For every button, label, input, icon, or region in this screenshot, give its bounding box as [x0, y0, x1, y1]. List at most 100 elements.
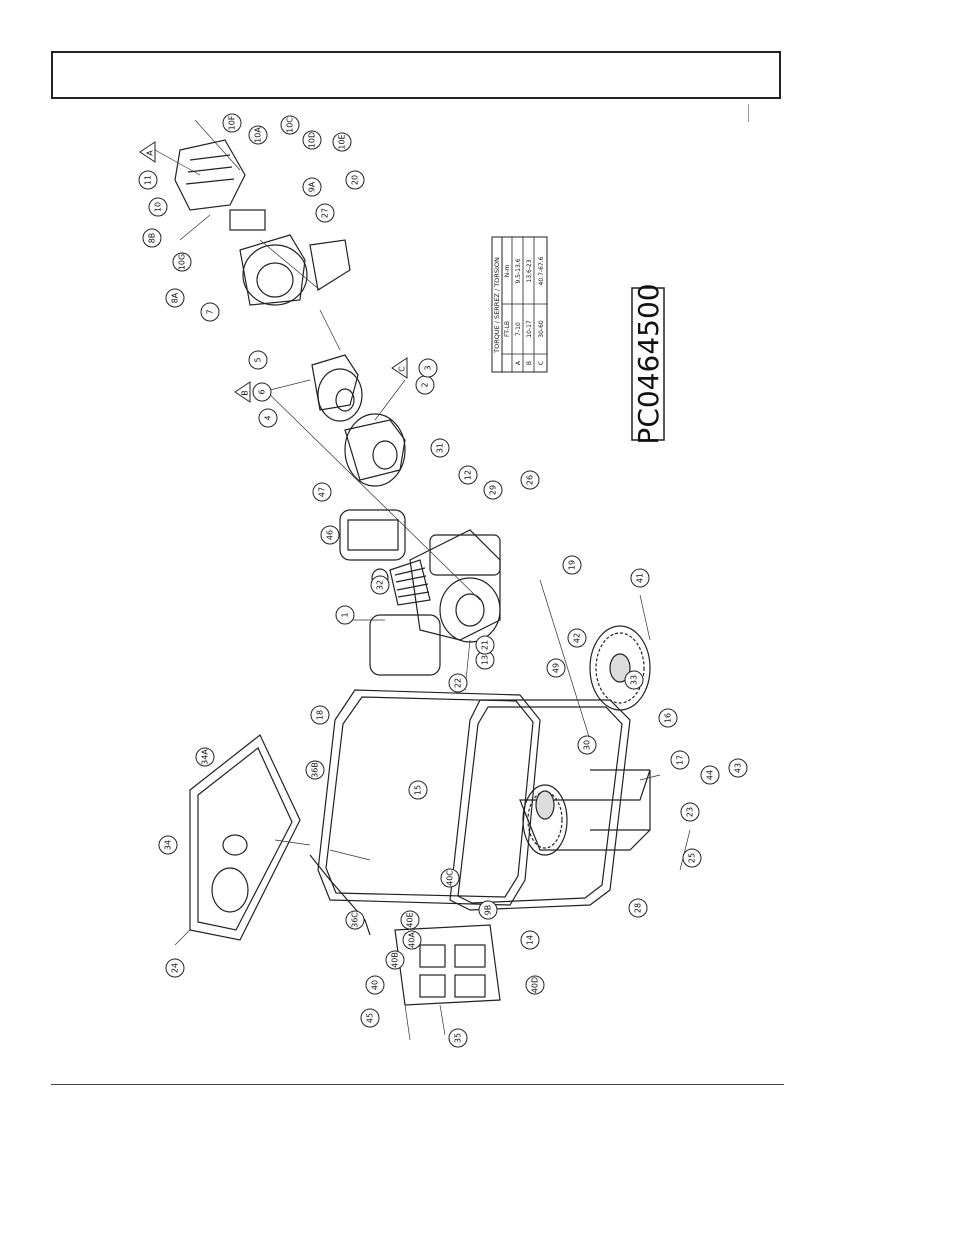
callout-bubble: 41 — [631, 569, 649, 587]
callout-label: 21 — [481, 640, 490, 650]
callout-label: 6 — [258, 389, 267, 394]
callout-bubble: 7 — [201, 303, 219, 321]
callout-bubble: 19 — [563, 556, 581, 574]
callout-label: 40A — [408, 932, 417, 948]
callout-label: 10 — [154, 202, 163, 212]
callout-bubble: 10 — [149, 198, 167, 216]
callout-label: 47 — [318, 487, 327, 497]
callout-bubble: 5 — [249, 351, 267, 369]
svg-text:B: B — [241, 390, 250, 396]
callout-bubble: 34A — [196, 748, 214, 766]
torque-row-mark: B — [526, 361, 533, 365]
callout-label: 14 — [526, 935, 535, 945]
callout-bubble: 14 — [521, 931, 539, 949]
torque-row-ftlb: 30-60 — [538, 320, 545, 338]
callout-bubble: 12 — [459, 466, 477, 484]
callout-bubble: 40A — [403, 931, 421, 949]
callout-label: 10G — [178, 254, 187, 270]
callout-bubble: 10F — [223, 114, 241, 132]
callout-label: 8B — [148, 233, 157, 244]
callout-label: 28 — [634, 903, 643, 913]
callout-bubble: 44 — [701, 766, 719, 784]
callout-label: 10E — [338, 134, 347, 149]
callout-label: 40 — [371, 980, 380, 990]
callout-label: 10A — [254, 127, 263, 143]
callout-label: 40E — [406, 912, 415, 927]
callout-label: 11 — [144, 175, 153, 185]
callout-bubble: 4 — [259, 409, 277, 427]
rear-housing-part — [240, 235, 307, 305]
callout-bubble: 10D — [303, 131, 321, 149]
callout-bubble: 8B — [143, 229, 161, 247]
callout-bubble: 31 — [431, 439, 449, 457]
callout-label: 34 — [164, 840, 173, 850]
callout-bubble: 24 — [166, 959, 184, 977]
frame-part — [318, 690, 650, 910]
callout-label: 26 — [526, 475, 535, 485]
callout-label: 42 — [573, 633, 582, 643]
callout-bubble: 20 — [346, 171, 364, 189]
callout-bubble: 1 — [336, 606, 354, 624]
callout-bubble: 32 — [371, 576, 389, 594]
callout-label: 2 — [421, 382, 430, 387]
callout-bubble: 10G — [173, 253, 191, 271]
callout-bubble: 11 — [139, 171, 157, 189]
svg-text:A: A — [146, 150, 155, 156]
callout-bubble: 49 — [547, 659, 565, 677]
callout-label: 16 — [664, 713, 673, 723]
torque-table-title: TORQUE / SERREZ / TORSION — [493, 257, 501, 354]
callout-label: 49 — [552, 663, 561, 673]
callout-bubble: 36B — [306, 761, 324, 779]
callout-bubble: 46 — [321, 526, 339, 544]
callout-label: 29 — [489, 485, 498, 495]
callout-label: 9B — [484, 905, 493, 916]
callout-bubble: 16 — [659, 709, 677, 727]
drawing-code-box: PC0464500 — [632, 283, 665, 444]
torque-table-col-nm: N-m — [504, 265, 511, 278]
callout-label: 41 — [636, 573, 645, 583]
callout-label: 18 — [316, 710, 325, 720]
callout-bubble: 9B — [479, 901, 497, 919]
alternator-part — [312, 355, 405, 486]
callout-bubble: 42 — [568, 629, 586, 647]
callout-label: 13 — [481, 655, 490, 665]
callout-label: 15 — [414, 785, 423, 795]
torque-table-col-ftlb: FT-LB — [504, 321, 511, 337]
callout-bubble: 47 — [313, 483, 331, 501]
callout-label: 9A — [308, 181, 317, 192]
torque-table: TORQUE / SERREZ / TORSION FT-LB N-m A 7-… — [492, 237, 547, 372]
callout-bubble: 29 — [484, 481, 502, 499]
callout-bubble: 21 — [476, 636, 494, 654]
callout-bubble: 6 — [253, 383, 271, 401]
callout-label: 23 — [686, 807, 695, 817]
callout-label: 3 — [424, 365, 433, 370]
callout-label: 30 — [583, 740, 592, 750]
control-box-part — [175, 140, 265, 230]
torque-row-ftlb: 10-17 — [526, 320, 533, 338]
callout-bubble: 33 — [625, 671, 643, 689]
torque-mark-a-triangle: A — [140, 142, 155, 162]
callout-bubble: 17 — [671, 751, 689, 769]
callout-bubble: 10C — [281, 116, 299, 134]
torque-row-mark: C — [538, 361, 545, 365]
callout-bubble: 40 — [366, 976, 384, 994]
callout-label: 4 — [264, 415, 273, 420]
fuel-tank-part — [190, 735, 370, 940]
callout-label: 36C — [351, 912, 360, 928]
callout-label: 31 — [436, 443, 445, 453]
callout-bubble: 26 — [521, 471, 539, 489]
callout-bubble: 34 — [159, 836, 177, 854]
callout-label: 32 — [376, 580, 385, 590]
callout-bubble: 27 — [316, 204, 334, 222]
callout-bubble: 40B — [386, 951, 404, 969]
callout-label: 12 — [464, 470, 473, 480]
callout-bubble: 35 — [449, 1029, 467, 1047]
callout-bubble: 22 — [449, 674, 467, 692]
callout-bubble: 36C — [346, 911, 364, 929]
callout-bubble: 45 — [361, 1009, 379, 1027]
callout-bubble: 40C — [441, 869, 459, 887]
callout-label: 43 — [734, 763, 743, 773]
callout-bubble: 30 — [578, 736, 596, 754]
callout-label: 8A — [171, 292, 180, 303]
